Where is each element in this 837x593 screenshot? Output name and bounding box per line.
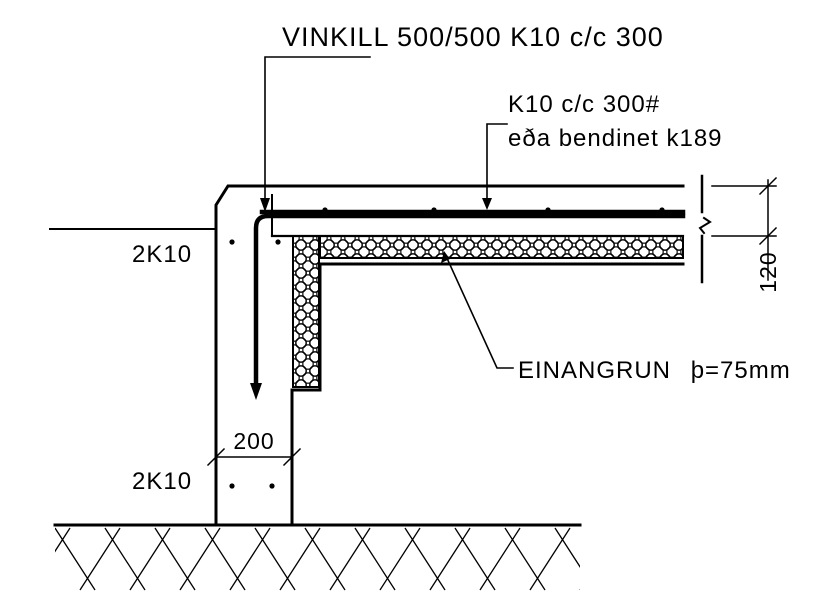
einangrun-thickness: þ=75mm bbox=[691, 357, 791, 384]
einangrun-label: EINANGRUN þ=75mm bbox=[518, 357, 791, 384]
vertical-insulation bbox=[292, 235, 320, 388]
rebar-lower-label: 2K10 bbox=[132, 468, 192, 495]
dimension-120: 120 bbox=[711, 176, 781, 293]
ground bbox=[53, 523, 582, 591]
ground-hatch bbox=[55, 527, 580, 591]
angle-rebar-arrowhead bbox=[250, 383, 262, 400]
vinkill-label: VINKILL 500/500 K10 c/c 300 bbox=[282, 22, 664, 52]
leaders bbox=[260, 56, 514, 369]
horizontal-insulation bbox=[319, 235, 684, 259]
foundation-wall-and-slab-outline bbox=[214, 184, 685, 527]
break-line bbox=[698, 174, 712, 284]
angle-rebar-vinkill bbox=[253, 213, 686, 393]
dim-120-label: 120 bbox=[755, 251, 781, 292]
rebar-dots bbox=[229, 207, 665, 489]
bendinet-label: eða bendinet k189 bbox=[508, 125, 723, 152]
rebar-upper-label: 2K10 bbox=[132, 241, 192, 268]
k10-top-label: K10 c/c 300# bbox=[508, 91, 660, 118]
dimension-200: 200 bbox=[206, 428, 302, 469]
einangrun-label-text: EINANGRUN bbox=[518, 357, 671, 384]
dim-200-label: 200 bbox=[233, 428, 274, 454]
